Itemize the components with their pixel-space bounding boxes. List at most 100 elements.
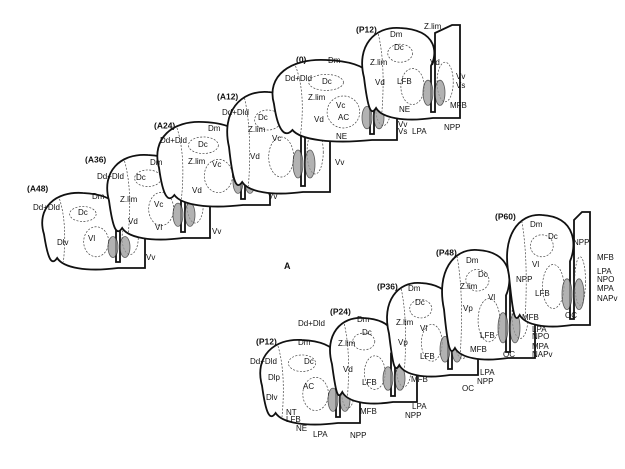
structure-label: Dc [394, 43, 404, 52]
section-outline [361, 24, 461, 121]
section-outline [226, 91, 331, 195]
structure-label: Vl [532, 260, 539, 269]
structure-label: Dlv [57, 238, 69, 247]
ventral-region [326, 95, 361, 129]
structure-label: NPP [350, 431, 366, 440]
boundary-line [295, 65, 303, 135]
section-title: (A24) [154, 120, 175, 130]
structure-label: Z.lim [120, 195, 138, 204]
structure-label: Dm [357, 315, 370, 324]
structure-label: NPP [405, 411, 421, 420]
labeled-area [561, 278, 573, 311]
structure-label: LFB [362, 378, 377, 387]
structure-label: Dm [530, 220, 543, 229]
structure-label: LPA [412, 127, 427, 136]
structure-label: NAPv [532, 350, 552, 359]
structure-label: LFB [286, 415, 301, 424]
boundary-line [59, 198, 66, 263]
dc-region [465, 269, 490, 292]
structure-label: LPA [313, 430, 328, 439]
dc-region [288, 354, 316, 372]
dc-region [352, 332, 376, 351]
structure-label: Dc [136, 173, 146, 182]
structure-label: OC [565, 311, 577, 320]
section-title: (P36) [377, 281, 398, 291]
structure-label: AC [303, 382, 314, 391]
structure-label: Vd [314, 115, 324, 124]
section-title: (A48) [27, 183, 48, 193]
labeled-area [119, 236, 131, 258]
boundary-line [277, 345, 284, 418]
structure-label: Dm [466, 256, 479, 265]
structure-label: Vd [250, 152, 260, 161]
structure-label: Dd+Dld [160, 136, 187, 145]
structure-label: Vd [375, 78, 385, 87]
section-title: (P12) [256, 336, 277, 346]
dc-region [530, 234, 554, 258]
dc-region [387, 43, 413, 63]
ventral-region [436, 61, 454, 103]
structure-label: Vv [398, 120, 407, 129]
structure-label: Z.lim [338, 339, 356, 348]
dc-region [69, 206, 97, 222]
structure-label: NPP [477, 377, 493, 386]
boundary-line [456, 255, 462, 353]
section-title: (0) [296, 54, 307, 64]
structure-label: Dm [208, 124, 221, 133]
structure-label: Vv [212, 227, 221, 236]
structure-label: MFB [450, 101, 467, 110]
structure-label: Vc [212, 160, 221, 169]
structure-label: LPA [597, 267, 612, 276]
structure-label: NPP [516, 275, 532, 284]
structure-label: Dc [322, 77, 332, 86]
structure-label: Vv [146, 253, 155, 262]
structure-label: MFB [522, 313, 539, 322]
structure-label: Dm [408, 284, 421, 293]
section-title: (P60) [495, 211, 516, 221]
structure-label: LFB [480, 331, 495, 340]
structure-label: MFB [597, 253, 614, 262]
labeled-area [497, 312, 509, 344]
structure-label: Dd+Dld [298, 319, 325, 328]
section-title: (P24) [330, 306, 351, 316]
section-A48 [41, 187, 146, 271]
section-title: (A36) [85, 154, 106, 164]
structure-label: NPO [597, 275, 614, 284]
structure-label: Dc [198, 140, 208, 149]
structure-label: OC [503, 350, 515, 359]
boundary-line [244, 97, 251, 187]
structure-label: MFB [470, 345, 487, 354]
boundary-line [521, 220, 527, 320]
labeled-area [327, 387, 339, 412]
structure-label: NT [286, 408, 297, 417]
structure-label: LFB [397, 77, 412, 86]
section-title: (P48) [436, 247, 457, 257]
labeled-area [422, 79, 434, 106]
structure-label: MPA [532, 342, 549, 351]
labeled-area [304, 149, 316, 179]
structure-label: Dc [415, 298, 425, 307]
structure-label: Dc [362, 328, 372, 337]
structure-label: NE [399, 105, 410, 114]
structure-label: Vp [463, 304, 473, 313]
structure-label: Z.lim [460, 282, 478, 291]
ventral-region [203, 158, 233, 193]
structure-label: NPP [573, 238, 589, 247]
structure-label: MFB [360, 407, 377, 416]
boundary-line [124, 160, 131, 233]
structure-label: Dd+Dld [97, 172, 124, 181]
structure-label: NE [336, 132, 347, 141]
structure-label: Dd+Dld [285, 74, 312, 83]
structure-label: NAPv [597, 294, 617, 303]
structure-label: Dm [150, 158, 163, 167]
structure-label: MPA [597, 284, 614, 293]
structure-label: Dc [548, 232, 558, 241]
structure-label: Dd+Dld [250, 357, 277, 366]
structure-label: Vc [336, 101, 345, 110]
structure-label: Dlv [266, 393, 278, 402]
structure-label: Dc [78, 208, 88, 217]
structure-label: Dc [258, 113, 268, 122]
structure-label: Dlp [268, 373, 281, 382]
structure-label: Vc [154, 200, 163, 209]
